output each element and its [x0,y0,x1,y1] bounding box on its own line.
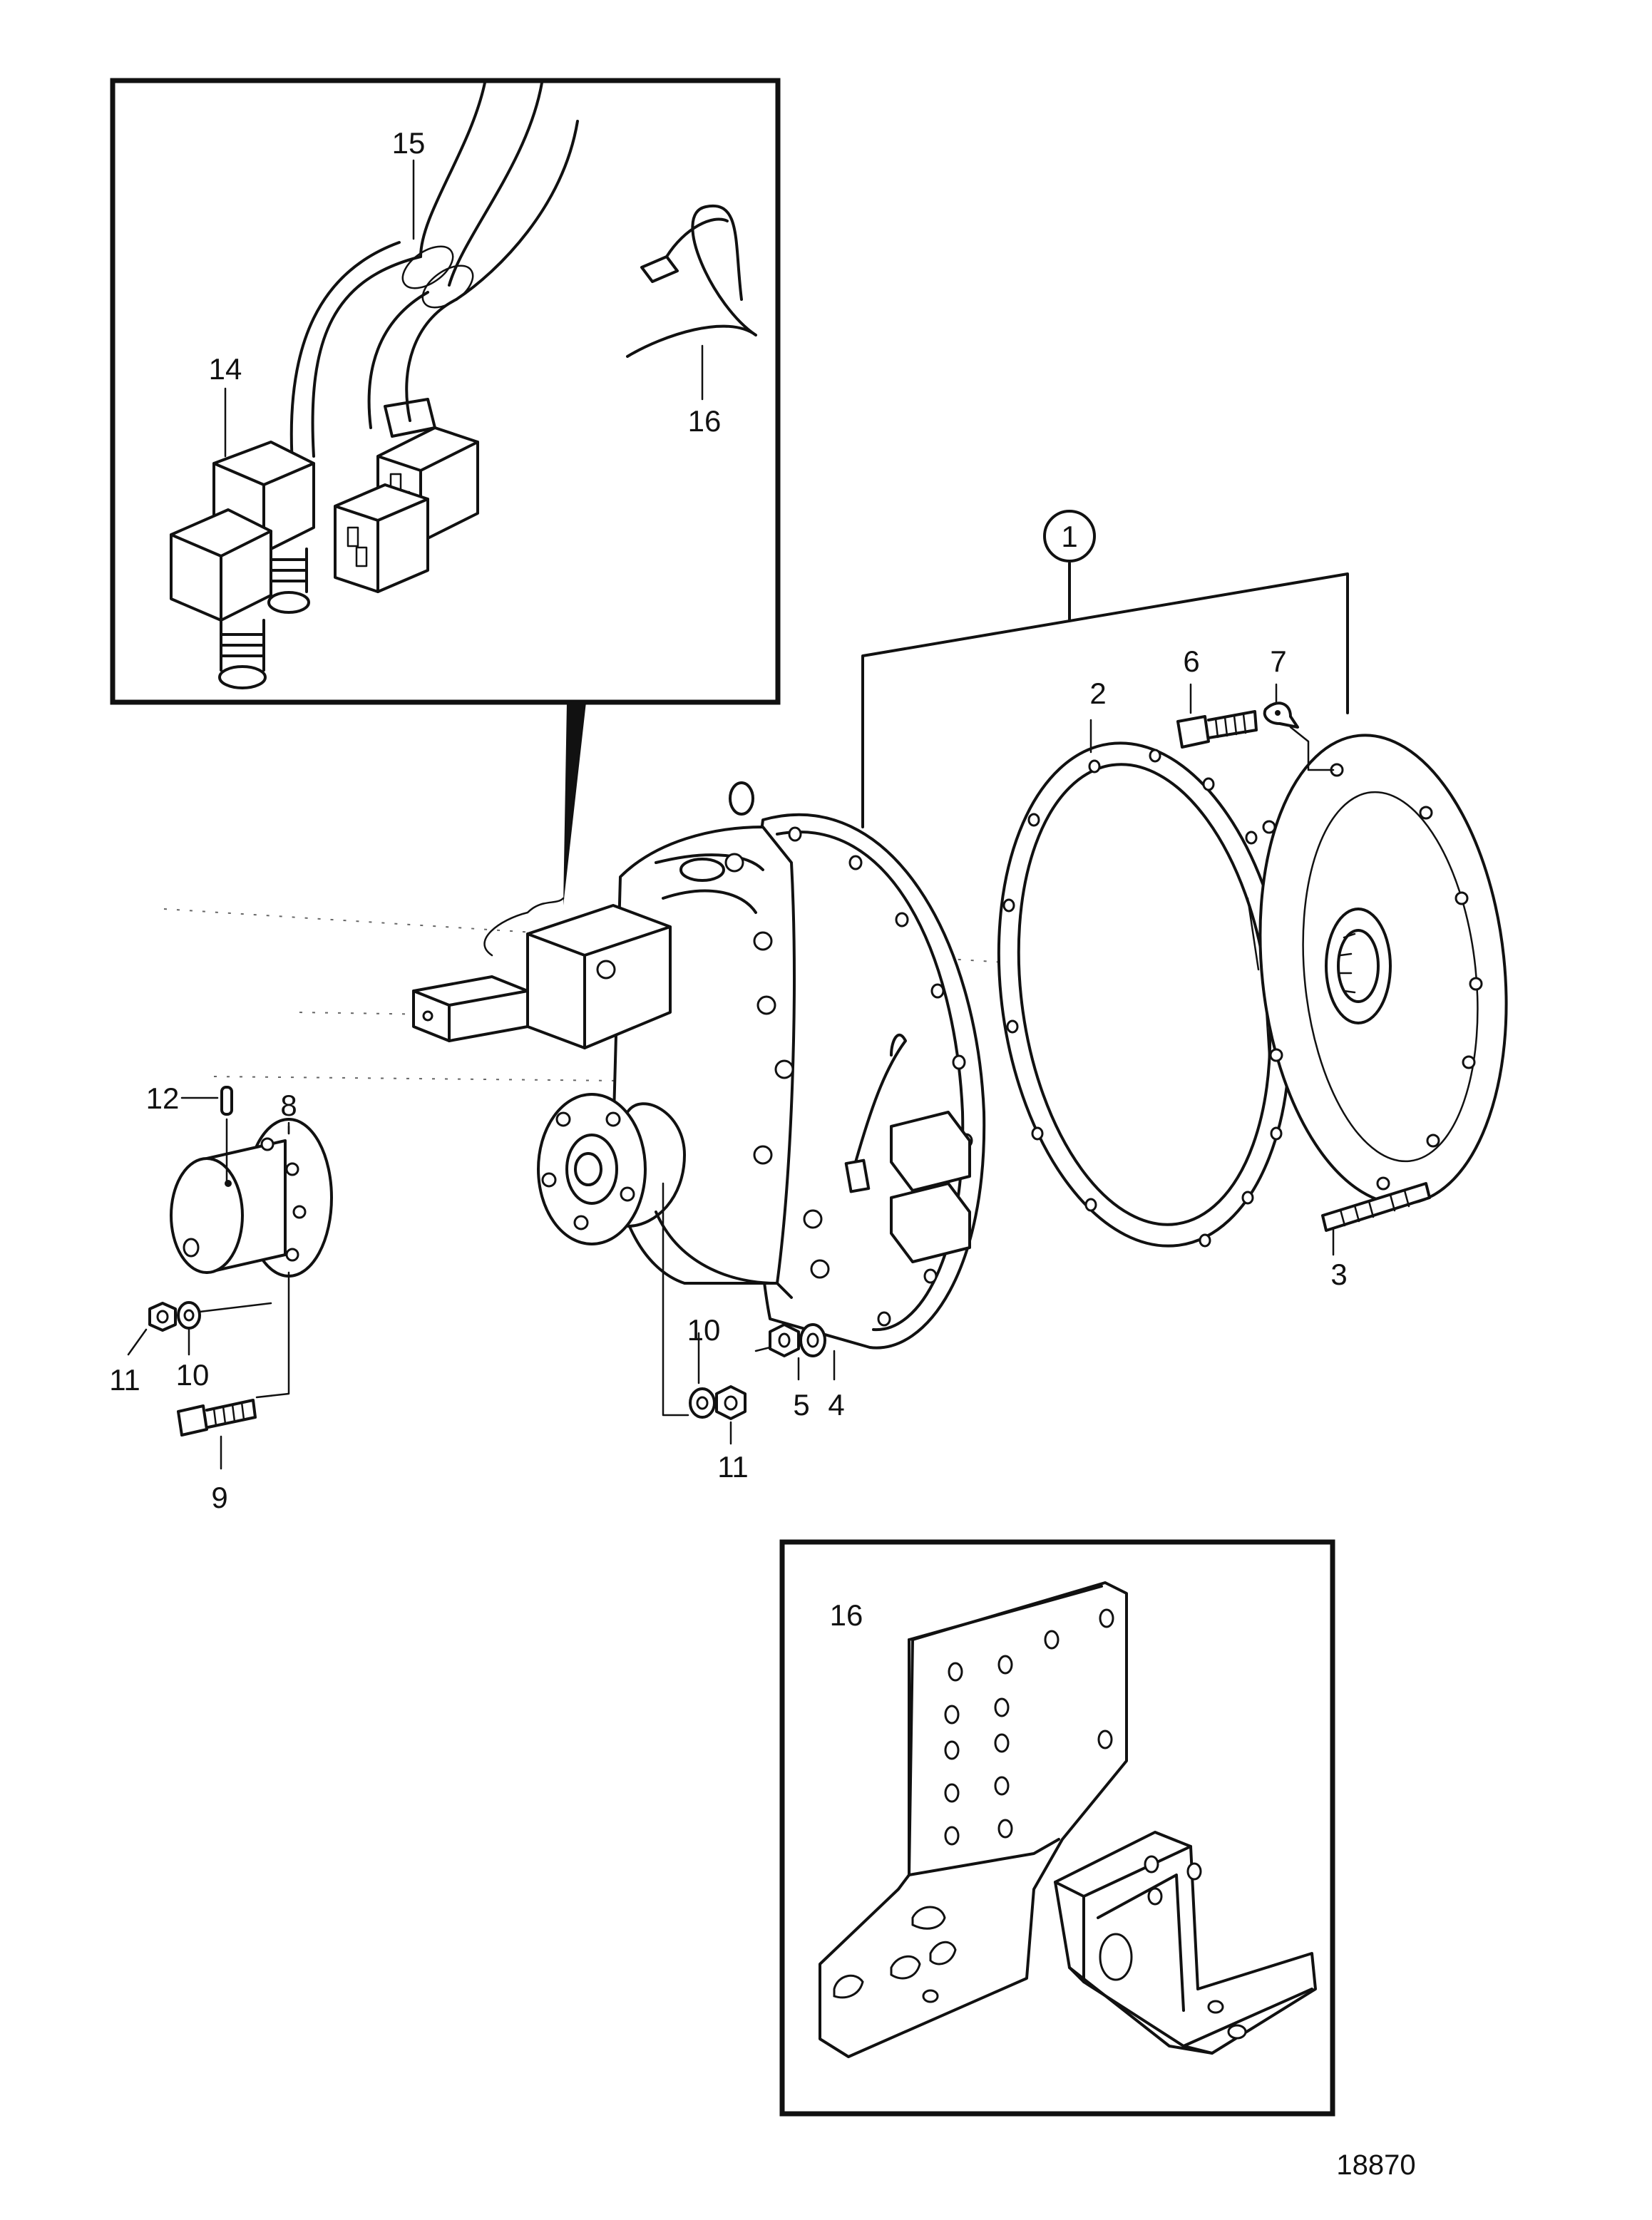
callout-1: 1 [1043,510,1096,562]
nut-item-11-left [148,1302,177,1332]
washer-item-10-left [177,1301,201,1330]
electrical-connector [334,426,479,593]
solenoid-valve [170,441,315,689]
bolt-item-9 [177,1399,257,1437]
callout-11-left: 11 [109,1363,140,1397]
washer-item-10-center [689,1387,716,1419]
callout-6: 6 [1183,644,1199,678]
bracket-holes [944,1608,1114,1846]
nut-item-11-center [715,1385,747,1420]
flex-plate [1258,734,1508,1206]
callout-14: 15 [392,126,426,160]
svg-text:1: 1 [1061,520,1077,553]
stud-item-3 [1321,1182,1431,1232]
hose-assembly [289,81,579,465]
mounting-bracket-angle [1054,1831,1317,2055]
callout-12: 12 [146,1081,180,1115]
callout-10-center: 10 [687,1313,721,1347]
callout-3: 3 [1330,1258,1347,1291]
callout-13: 14 [209,352,242,386]
inset-box-brackets [779,1539,1335,2117]
callout-9: 9 [211,1481,227,1514]
callout-2: 2 [1089,677,1106,710]
callout-16: 16 [830,1598,863,1632]
mounting-bracket-plate [819,1581,1128,2058]
callout-5: 5 [793,1388,809,1422]
callout-15: 16 [688,404,722,438]
callout-10-left: 10 [176,1358,210,1392]
cable-tie [626,204,757,358]
coupling-flange-item-8 [170,1118,333,1278]
lock-washer-item-7 [1263,702,1299,729]
pin-item-12 [220,1086,233,1116]
callout-4: 4 [828,1388,844,1422]
output-flange [537,1093,686,1245]
callout-8: 8 [280,1089,297,1122]
callout-11-center: 11 [717,1450,749,1484]
pointer-arrow [563,702,586,905]
reference-number: 18870 [1336,2149,1415,2181]
washer-item-4 [799,1323,826,1357]
kit-bracket [861,562,1349,828]
bolt-item-6 [1176,710,1258,749]
callout-7: 7 [1270,644,1286,678]
inset-box-hoses [110,78,781,705]
reverse-gear-housing [412,781,986,1350]
nut-item-5 [769,1323,800,1357]
